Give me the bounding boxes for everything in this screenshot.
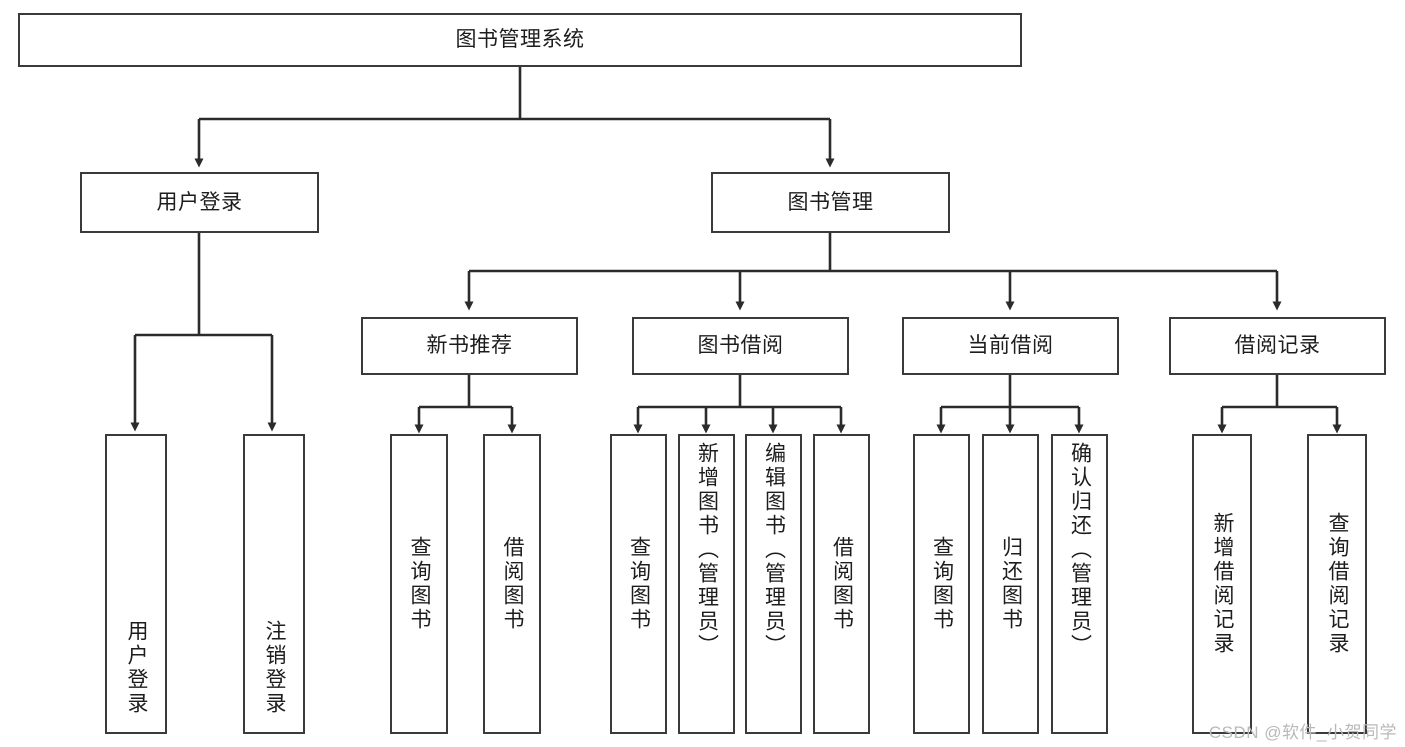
- leaf-borrow-add-book-admin[interactable]: 新增图书（管理员）: [678, 434, 735, 734]
- leaf-borrow-query-books[interactable]: 查询图书: [610, 434, 667, 734]
- leaf-borrow-borrow-books[interactable]: 借阅图书: [813, 434, 870, 734]
- node-book-management[interactable]: 图书管理: [711, 172, 950, 233]
- node-borrowing-records[interactable]: 借阅记录: [1169, 317, 1386, 375]
- node-book-management-label: 图书管理: [787, 190, 874, 214]
- node-root-system[interactable]: 图书管理系统: [18, 13, 1022, 67]
- leaf-newbook-borrow-books[interactable]: 借阅图书: [483, 434, 541, 734]
- leaf-records-query-record[interactable]: 查询借阅记录: [1307, 434, 1367, 734]
- leaf-current-return-books-label: 归还图书: [999, 536, 1023, 632]
- leaf-user-login-signin[interactable]: 用户登录: [105, 434, 167, 734]
- leaf-current-confirm-return-admin-label: 确认归还（管理员）: [1068, 442, 1092, 658]
- node-book-borrowing-label: 图书借阅: [697, 334, 784, 358]
- leaf-records-query-record-label: 查询借阅记录: [1326, 512, 1350, 656]
- leaf-user-login-signin-label: 用户登录: [125, 620, 149, 716]
- leaf-current-confirm-return-admin[interactable]: 确认归还（管理员）: [1051, 434, 1108, 734]
- leaf-newbook-query-books-label: 查询图书: [408, 536, 432, 632]
- leaf-borrow-edit-book-admin[interactable]: 编辑图书（管理员）: [745, 434, 802, 734]
- leaf-borrow-borrow-books-label: 借阅图书: [830, 536, 854, 632]
- node-new-book-recommendation-label: 新书推荐: [426, 334, 513, 358]
- leaf-newbook-query-books[interactable]: 查询图书: [390, 434, 448, 734]
- leaf-records-add-record-label: 新增借阅记录: [1211, 512, 1235, 656]
- leaf-newbook-borrow-books-label: 借阅图书: [501, 536, 525, 632]
- leaf-user-login-signout-label: 注销登录: [263, 620, 287, 716]
- node-book-borrowing[interactable]: 图书借阅: [632, 317, 849, 375]
- leaf-borrow-query-books-label: 查询图书: [627, 536, 651, 632]
- node-new-book-recommendation[interactable]: 新书推荐: [361, 317, 578, 375]
- leaf-current-query-books-label: 查询图书: [930, 536, 954, 632]
- leaf-borrow-add-book-admin-label: 新增图书（管理员）: [695, 442, 719, 658]
- leaf-user-login-signout[interactable]: 注销登录: [243, 434, 305, 734]
- leaf-current-return-books[interactable]: 归还图书: [982, 434, 1039, 734]
- node-current-borrowing[interactable]: 当前借阅: [902, 317, 1119, 375]
- leaf-records-add-record[interactable]: 新增借阅记录: [1192, 434, 1252, 734]
- leaf-borrow-edit-book-admin-label: 编辑图书（管理员）: [762, 442, 786, 658]
- node-user-login[interactable]: 用户登录: [80, 172, 319, 233]
- leaf-current-query-books[interactable]: 查询图书: [913, 434, 970, 734]
- node-current-borrowing-label: 当前借阅: [967, 334, 1054, 358]
- node-borrowing-records-label: 借阅记录: [1234, 334, 1321, 358]
- csdn-watermark: CSDN @软件_小贺同学: [1208, 723, 1397, 742]
- node-root-system-label: 图书管理系统: [455, 28, 585, 52]
- node-user-login-label: 用户登录: [156, 190, 243, 214]
